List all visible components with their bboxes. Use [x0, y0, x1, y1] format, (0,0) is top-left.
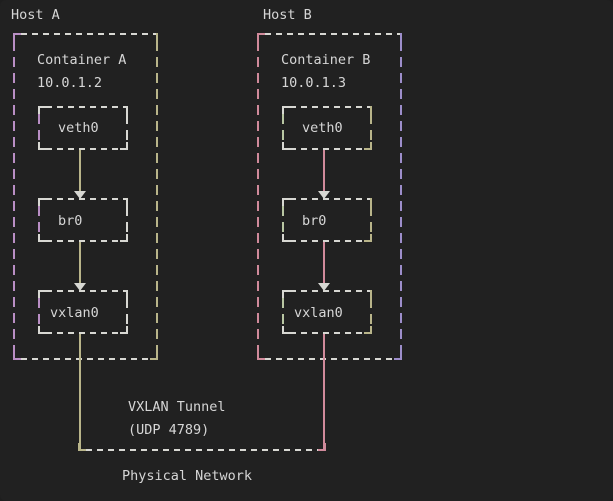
host-b-br0-right: [370, 206, 372, 240]
host-a-veth0-corner-bl: [38, 142, 46, 150]
host-a-veth0-left: [38, 114, 40, 148]
host-b-br0-corner-tl: [282, 198, 290, 206]
host-a-vxlan0-corner-bl: [38, 326, 46, 334]
host-a-node-veth0-label: veth0: [58, 120, 99, 136]
host-b-node-vxlan0-label: vxlan0: [294, 305, 343, 321]
host-b-arrow-br0: [318, 191, 330, 199]
host-a-node-br0-label: br0: [58, 213, 83, 229]
host-a-vxlan0-corner-br: [120, 326, 128, 334]
host-b-box-left: [257, 41, 259, 359]
host-a-box-corner-tl: [13, 33, 21, 41]
host-b-node-veth0-label: veth0: [302, 120, 343, 136]
host-a-title: Host A: [11, 7, 60, 23]
host-b-box-bottom: [265, 358, 401, 360]
vxlan-tunnel-port: (UDP 4789): [128, 422, 210, 438]
host-b-br0-corner-bl: [282, 234, 290, 242]
host-a-vxlan0-top: [46, 290, 126, 292]
host-b-veth0-corner-tr: [364, 106, 372, 114]
host-b-box-right: [400, 41, 402, 359]
host-b-vxlan0-top: [290, 290, 370, 292]
host-a-box-top: [21, 33, 157, 35]
host-a-veth0-bottom: [46, 148, 126, 150]
host-a-veth0-corner-br: [120, 142, 128, 150]
host-a-veth0-corner-tr: [120, 106, 128, 114]
host-b-vxlan0-left: [282, 298, 284, 332]
host-a-br0-corner-tl: [38, 198, 46, 206]
tunnel-corner-bl: [78, 443, 86, 451]
host-b-box-corner-tr: [394, 33, 402, 41]
host-a-br0-right: [126, 206, 128, 240]
host-a-box-corner-tr: [150, 33, 158, 41]
host-a-br0-top: [46, 198, 126, 200]
host-b-vxlan0-corner-tr: [364, 290, 372, 298]
host-b-box-top: [265, 33, 401, 35]
host-a-box-left: [13, 41, 15, 359]
host-b-veth0-right: [370, 114, 372, 148]
host-b-box-corner-tl: [257, 33, 265, 41]
host-a-link-br0-vxlan0: [79, 242, 81, 285]
host-b-br0-corner-tr: [364, 198, 372, 206]
host-a-veth0-top: [46, 106, 126, 108]
host-a-vxlan0-bottom: [46, 332, 126, 334]
host-a-vxlan0-left: [38, 298, 40, 332]
host-b-veth0-bottom: [290, 148, 370, 150]
host-a-br0-left: [38, 206, 40, 240]
host-b-vxlan0-corner-tl: [282, 290, 290, 298]
host-b-vxlan0-bottom: [290, 332, 370, 334]
tunnel-bottom-line: [86, 449, 324, 451]
host-b-veth0-left: [282, 114, 284, 148]
host-a-br0-corner-br: [120, 234, 128, 242]
host-b-br0-bottom: [290, 240, 370, 242]
host-b-arrow-vxlan0: [318, 283, 330, 291]
host-b-link-veth0-br0: [323, 150, 325, 193]
host-b-veth0-corner-tl: [282, 106, 290, 114]
host-a-br0-bottom: [46, 240, 126, 242]
host-b-link-br0-vxlan0: [323, 242, 325, 285]
host-b-container-ip: 10.0.1.3: [281, 75, 347, 91]
host-b-container-name: Container B: [281, 52, 371, 68]
host-a-veth0-corner-tl: [38, 106, 46, 114]
host-a-arrow-vxlan0: [74, 283, 86, 291]
host-a-box-bottom: [21, 358, 157, 360]
host-a-container-name: Container A: [37, 52, 127, 68]
host-a-vxlan0-right: [126, 298, 128, 332]
host-a-br0-corner-bl: [38, 234, 46, 242]
host-b-veth0-top: [290, 106, 370, 108]
host-a-box-corner-bl: [13, 352, 21, 360]
host-b-box-corner-br: [394, 352, 402, 360]
vxlan-tunnel-label: VXLAN Tunnel: [128, 399, 226, 415]
host-b-box-corner-bl: [257, 352, 265, 360]
host-a-box-right: [156, 41, 158, 359]
tunnel-corner-br: [318, 443, 326, 451]
host-b-vxlan0-corner-br: [364, 326, 372, 334]
host-b-title: Host B: [263, 7, 312, 23]
host-b-link-to-tunnel: [323, 334, 325, 450]
host-a-veth0-right: [126, 114, 128, 148]
host-b-vxlan0-right: [370, 298, 372, 332]
host-a-vxlan0-corner-tr: [120, 290, 128, 298]
host-b-veth0-corner-br: [364, 142, 372, 150]
host-a-link-veth0-br0: [79, 150, 81, 193]
host-b-br0-corner-br: [364, 234, 372, 242]
host-a-box-corner-br: [150, 352, 158, 360]
physical-network-label: Physical Network: [122, 468, 253, 484]
host-b-vxlan0-corner-bl: [282, 326, 290, 334]
host-a-node-vxlan0-label: vxlan0: [50, 305, 99, 321]
host-a-vxlan0-corner-tl: [38, 290, 46, 298]
host-b-br0-left: [282, 206, 284, 240]
host-b-veth0-corner-bl: [282, 142, 290, 150]
host-a-container-ip: 10.0.1.2: [37, 75, 103, 91]
host-b-node-br0-label: br0: [302, 213, 327, 229]
host-a-link-to-tunnel: [79, 334, 81, 450]
host-a-br0-corner-tr: [120, 198, 128, 206]
host-a-arrow-br0: [74, 191, 86, 199]
host-b-br0-top: [290, 198, 370, 200]
